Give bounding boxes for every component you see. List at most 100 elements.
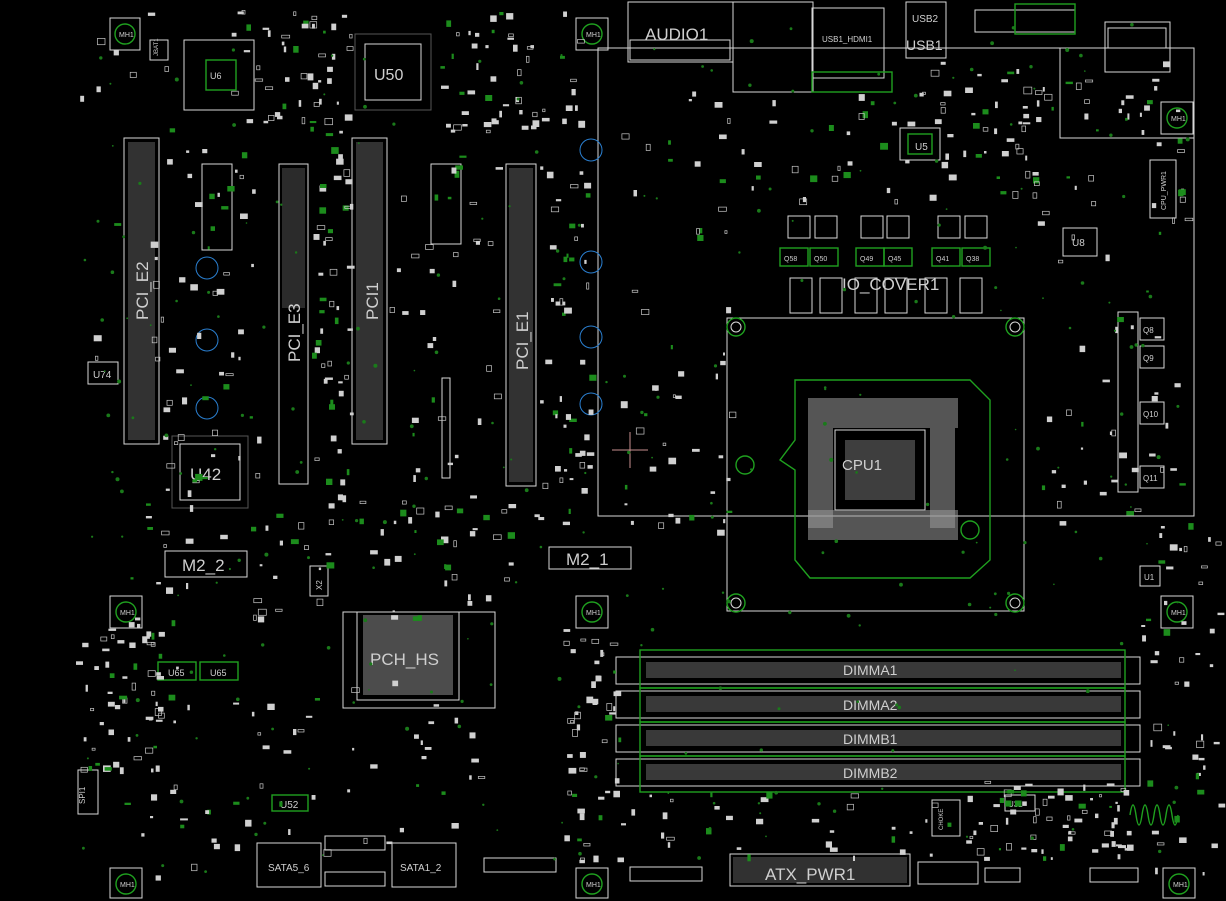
passive-part	[929, 853, 933, 857]
via	[1130, 506, 1132, 508]
passive-part	[238, 456, 241, 461]
passive-part	[433, 704, 440, 707]
via	[721, 591, 725, 594]
passive-part	[1010, 809, 1017, 815]
passive-part	[570, 184, 579, 189]
via	[584, 471, 587, 475]
passive-part	[1101, 843, 1109, 848]
passive-part	[80, 766, 88, 773]
passive-part	[122, 676, 128, 679]
via	[135, 698, 140, 703]
passive-part	[1023, 86, 1033, 95]
passive-part	[675, 395, 682, 399]
passive-part	[330, 399, 334, 406]
passive-part	[312, 82, 319, 90]
passive-part	[689, 514, 695, 521]
passive-part	[831, 175, 839, 182]
passive-part	[470, 495, 477, 499]
via	[122, 235, 126, 239]
passive-part	[661, 832, 665, 839]
passive-part	[947, 134, 954, 138]
passive-part	[147, 527, 153, 530]
passive-part	[563, 256, 568, 263]
via	[810, 129, 814, 133]
passive-part	[982, 127, 989, 132]
u74-label: U74	[93, 370, 112, 381]
via	[877, 72, 881, 76]
passive-part	[83, 737, 87, 742]
passive-part	[769, 120, 778, 124]
passive-part	[186, 150, 190, 153]
passive-part	[1208, 537, 1211, 542]
passive-part	[391, 615, 399, 620]
passive-part	[668, 158, 673, 162]
passive-part	[150, 816, 154, 819]
passive-part	[257, 436, 262, 444]
passive-part	[513, 44, 518, 52]
passive-part	[502, 104, 510, 107]
passive-part	[166, 463, 176, 469]
passive-part	[276, 513, 284, 518]
passive-part	[1211, 843, 1218, 849]
passive-part	[521, 125, 529, 130]
via	[299, 461, 303, 464]
passive-part	[424, 747, 432, 750]
passive-part	[1041, 849, 1044, 854]
passive-part	[386, 841, 393, 845]
passive-part	[145, 716, 154, 720]
passive-part	[349, 33, 353, 39]
passive-part	[996, 176, 1000, 179]
via	[965, 835, 969, 838]
passive-part	[340, 479, 346, 486]
via	[913, 93, 918, 98]
passive-part	[342, 495, 347, 503]
passive-part	[176, 369, 184, 374]
passive-part	[265, 525, 269, 531]
via	[1156, 455, 1161, 460]
passive-part	[471, 758, 479, 763]
passive-part	[1109, 805, 1112, 808]
passive-part	[490, 76, 497, 82]
via	[1122, 194, 1126, 199]
passive-part	[545, 359, 553, 365]
passive-part	[173, 784, 178, 791]
via	[149, 324, 152, 327]
passive-part	[380, 529, 384, 536]
passive-part	[837, 165, 841, 171]
via	[436, 273, 441, 277]
via	[294, 251, 298, 254]
passive-part	[451, 574, 458, 581]
passive-part	[678, 371, 685, 377]
via	[275, 200, 279, 204]
passive-part	[408, 517, 413, 524]
passive-part	[714, 806, 720, 810]
passive-part	[1163, 629, 1171, 636]
via	[434, 350, 439, 355]
passive-part	[1033, 177, 1040, 184]
passive-part	[1174, 383, 1181, 388]
u8-label: U8	[1072, 238, 1085, 249]
via	[560, 54, 563, 57]
passive-part	[251, 711, 255, 717]
pci-e2-label: PCI_E2	[133, 261, 152, 320]
passive-part	[454, 170, 460, 178]
passive-part	[1113, 817, 1118, 825]
via	[481, 217, 484, 220]
passive-part	[984, 151, 987, 154]
mh-pads: MH1 MH1 MH1 MH1 MH1 MH1 MH1 MH1 MH1	[109, 17, 1196, 899]
passive-part	[1115, 326, 1119, 334]
u5-label: U5	[915, 142, 928, 153]
passive-part	[233, 702, 240, 705]
via	[713, 364, 718, 368]
passive-part	[577, 838, 582, 842]
via	[1130, 22, 1134, 27]
passive-part	[491, 118, 497, 122]
passive-part	[668, 140, 671, 145]
via	[627, 450, 631, 455]
via	[1068, 326, 1072, 330]
via	[561, 821, 563, 824]
via	[934, 159, 939, 163]
passive-part	[174, 441, 179, 445]
via	[738, 251, 741, 254]
